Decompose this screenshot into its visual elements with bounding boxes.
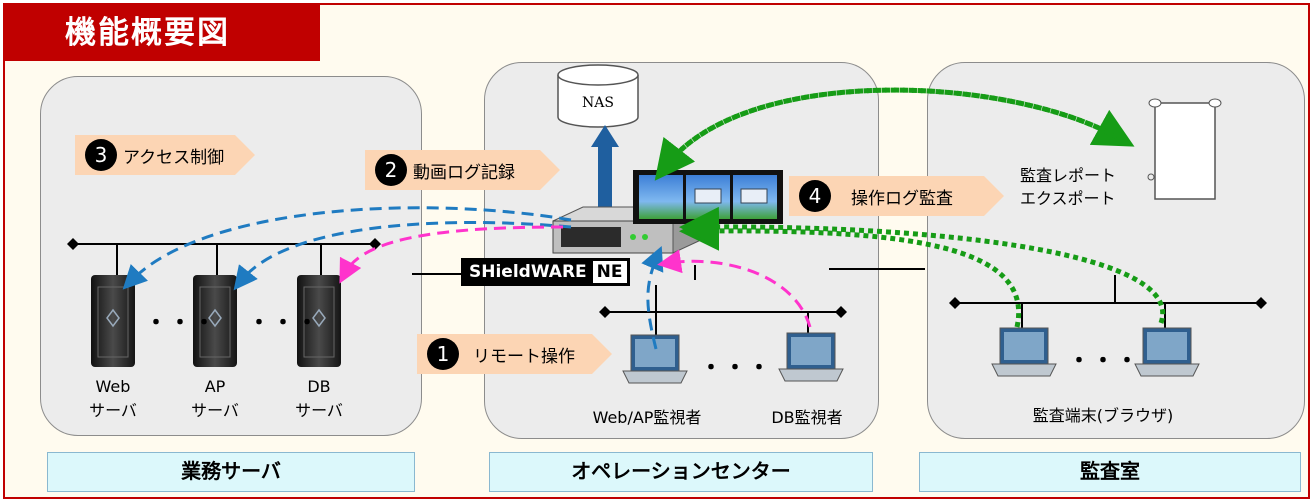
page-title: 機能概要図: [5, 5, 320, 61]
audit-terminal-laptop-1-icon: [991, 327, 1057, 377]
step-3-label: アクセス制御: [123, 147, 225, 168]
upload-arrow-icon: [591, 125, 619, 217]
video-log-screens-icon: [633, 170, 783, 224]
zone-business-server: 業務サーバ: [47, 452, 415, 492]
ap-server-label-top: AP: [204, 377, 226, 396]
ap-server-label: AP サーバ: [185, 377, 245, 421]
step-2-video-log: 2 動画ログ記録: [365, 150, 560, 190]
db-operation-arrows: [339, 225, 812, 328]
diagram-frame: 機能概要図: [3, 3, 1310, 499]
audit-report-scroll-icon: [1147, 98, 1222, 200]
nas-label: NAS: [582, 95, 614, 111]
step-4-number: 4: [799, 180, 831, 212]
audit-terminal-laptop-2-icon: [1134, 327, 1200, 377]
step-3-number: 3: [85, 139, 117, 171]
brand-main: SHieldWARE: [469, 262, 587, 282]
nas-storage-icon: [557, 64, 639, 128]
audit-report-line2: エクスポート: [1020, 189, 1116, 208]
step-4-log-audit: 4 操作ログ監査: [789, 176, 1004, 216]
db-server-label-bottom: サーバ: [295, 401, 343, 420]
step-1-label: リモート操作: [473, 346, 575, 367]
audit-report-line1: 監査レポート: [1020, 166, 1117, 185]
webap-operator-label: Web/AP監視者: [592, 408, 702, 427]
ap-server-icon: [193, 275, 237, 367]
step-1-remote-operation: 1 リモート操作: [417, 334, 612, 374]
audit-terminal-label: 監査端末(ブラウザ): [1032, 406, 1174, 425]
zone-operation-center: オペレーションセンター: [489, 452, 873, 492]
web-server-label-bottom: サーバ: [89, 401, 137, 420]
web-server-label-top: Web: [95, 377, 131, 396]
network-diagram-lines: [67, 64, 1267, 384]
ellipsis-terminals: ・・・: [1068, 349, 1141, 374]
db-server-label-top: DB: [307, 377, 331, 396]
audit-lan: [829, 268, 1267, 330]
db-operator-label: DB監視者: [771, 408, 843, 427]
db-server-label: DB サーバ: [289, 377, 349, 421]
ap-server-label-bottom: サーバ: [191, 401, 239, 420]
ellipsis-servers-2: ・・・: [248, 311, 321, 336]
ellipsis-operators: ・・・: [700, 356, 773, 381]
zone-audit-room: 監査室: [919, 452, 1301, 492]
log-audit-arrows: [654, 87, 1166, 328]
step-2-number: 2: [375, 154, 407, 186]
web-server-label: Web サーバ: [83, 377, 143, 421]
operation-lan: [599, 265, 847, 340]
step-1-number: 1: [427, 338, 459, 370]
step-4-label: 操作ログ監査: [851, 188, 953, 209]
step-3-access-control: 3 アクセス制御: [75, 135, 255, 175]
operator-laptop-db-icon: [778, 332, 844, 382]
web-server-icon: [91, 275, 135, 367]
access-control-arrows: [122, 206, 664, 350]
step-2-label: 動画ログ記録: [413, 162, 515, 183]
brand-suffix: NE: [592, 261, 627, 283]
audit-report-label: 監査レポート エクスポート: [1020, 166, 1140, 209]
ellipsis-servers-1: ・・・: [145, 311, 218, 336]
db-server-icon: [297, 275, 341, 367]
